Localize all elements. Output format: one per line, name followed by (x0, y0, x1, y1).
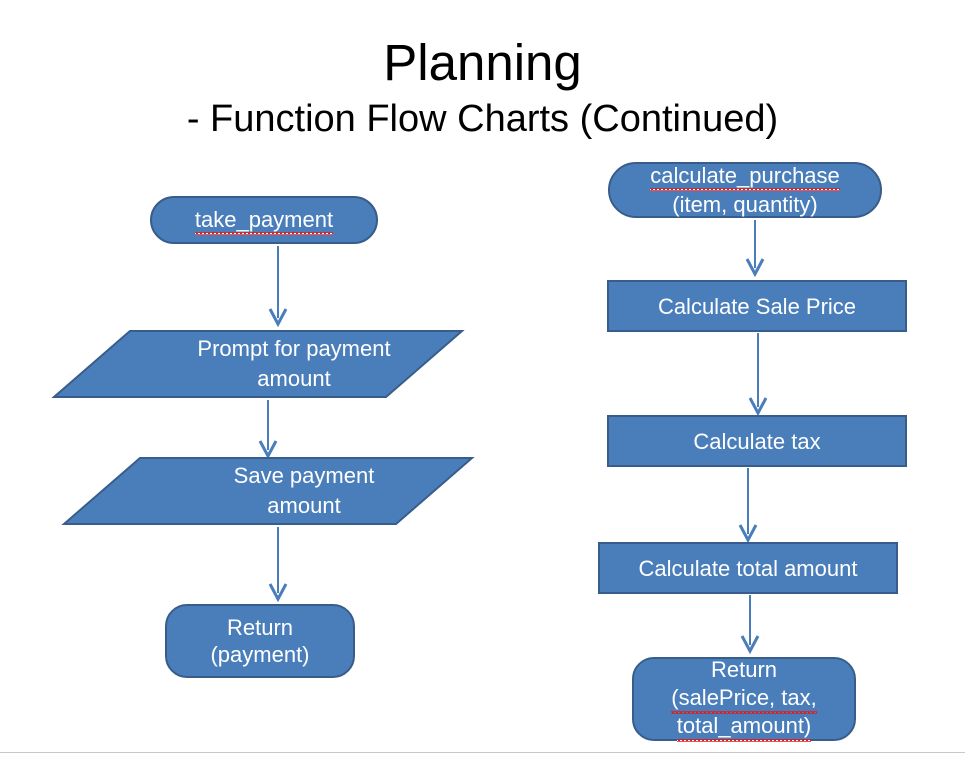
flow-node-calculate-purchase-start[interactable]: calculate_purchase (item, quantity) (608, 162, 882, 218)
return-totals-line-1: Return (710, 657, 778, 682)
parallelogram-shape-prompt (51, 330, 465, 398)
flow-node-return-payment[interactable]: Return (payment) (165, 604, 355, 678)
flow-node-calculate-sale-price[interactable]: Calculate Sale Price (607, 280, 907, 332)
flow-node-take-payment-start[interactable]: take_payment (150, 196, 378, 244)
page-title: Planning - Function Flow Charts (Continu… (0, 32, 965, 144)
calculate-tax-label: Calculate tax (693, 428, 821, 454)
return-payment-line-1: Return (226, 615, 294, 640)
title-main-text: Planning (383, 34, 582, 91)
calculate-total-amount-label: Calculate total amount (638, 555, 858, 581)
connector-arrow-take-payment-to-prompt (258, 246, 298, 328)
return-totals-line-2: (salePrice, tax, (671, 685, 817, 714)
parallelogram-shape-save (61, 457, 475, 525)
flow-node-return-totals[interactable]: Return (salePrice, tax, total_amount) (632, 657, 856, 742)
connector-arrow-total-to-return (730, 595, 770, 655)
return-totals-line-3: total_amount) (676, 712, 812, 742)
flow-node-calculate-tax[interactable]: Calculate tax (607, 415, 907, 467)
connector-arrow-sale-price-to-tax (738, 333, 778, 417)
calculate-purchase-line-1: calculate_purchase (650, 162, 840, 191)
connector-arrow-start-to-sale-price (735, 220, 775, 278)
calculate-sale-price-label: Calculate Sale Price (657, 293, 857, 319)
title-subtitle-text: - Function Flow Charts (Continued) (186, 98, 779, 140)
calculate-purchase-line-2: (item, quantity) (672, 192, 818, 217)
flow-node-take-payment-label: take_payment (194, 206, 334, 235)
flow-node-calculate-total-amount[interactable]: Calculate total amount (598, 542, 898, 594)
connector-arrow-save-to-return (258, 527, 298, 603)
flow-node-prompt-for-payment[interactable]: Prompt for payment amount (51, 329, 465, 399)
flow-node-save-payment[interactable]: Save payment amount (61, 456, 475, 526)
connector-arrow-tax-to-total (728, 468, 768, 544)
connector-arrow-prompt-to-save (248, 400, 288, 460)
return-payment-line-2: (payment) (210, 642, 310, 667)
footer-divider (0, 752, 965, 753)
